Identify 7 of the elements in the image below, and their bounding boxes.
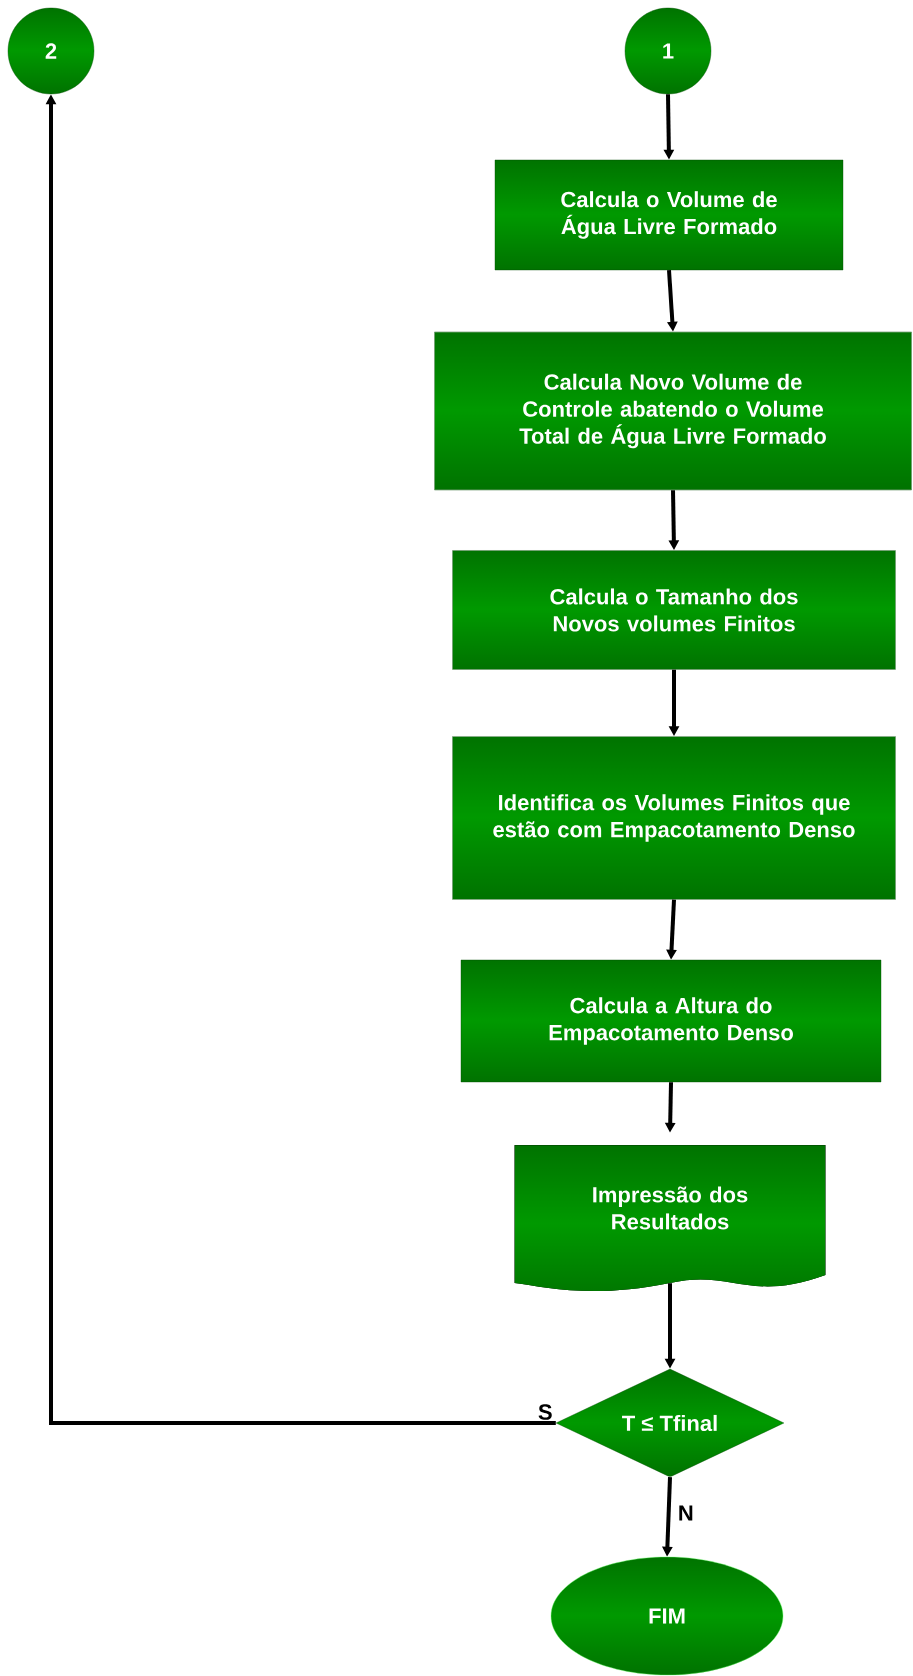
process-box: Calcula a Altura do Empacotamento Denso [460, 959, 882, 1083]
edge-label: N [679, 1505, 693, 1521]
process-box: Identifica os Volumes Finitos que estão com Empacotamento Denso [452, 736, 896, 900]
edge-label: S [538, 1404, 552, 1420]
process-box: Calcula o Volume de Água Livre Formado [494, 159, 844, 271]
process-box: Calcula Novo Volume de Controle abatendo o Volume Total de Água Livre Formado [434, 331, 912, 491]
process-box: Calcula o Tamanho dos Novos volumes Finitos [452, 550, 896, 670]
